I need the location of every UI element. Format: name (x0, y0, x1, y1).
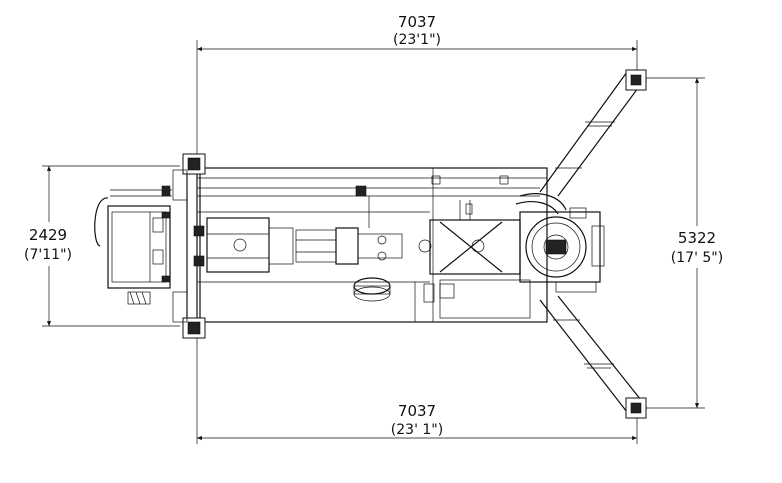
frame-details (161, 175, 509, 283)
winch-drum (353, 277, 391, 302)
bottom-width-value: 7037 (398, 402, 436, 420)
boom-cylinder-assembly (193, 185, 403, 273)
top-width-value: 7037 (398, 13, 436, 31)
outrigger-pad-left-bottom (172, 291, 206, 339)
engine-cab-box (94, 189, 172, 305)
left-height-value: 2429 (29, 226, 67, 244)
outrigger-upper (539, 69, 647, 197)
bottom-width-imperial: (23' 1") (391, 422, 443, 438)
top-width-imperial: (23'1") (393, 32, 441, 48)
outrigger-lower (539, 295, 647, 419)
x-brace-frame (418, 200, 521, 303)
right-height-value: 5322 (678, 229, 716, 247)
dimension-left-height: 2429 (7'11") (18, 165, 180, 327)
right-height-imperial: (17' 5") (671, 250, 723, 266)
dimension-right-height: 5322 (17' 5") (645, 77, 738, 409)
chassis-frame (196, 167, 548, 323)
left-height-imperial: (7'11") (24, 247, 72, 263)
dimension-bottom-width: 7037 (23' 1") (196, 336, 638, 444)
dimension-top-width: 7037 (23'1") (196, 13, 638, 158)
slewing-turret (515, 193, 605, 293)
